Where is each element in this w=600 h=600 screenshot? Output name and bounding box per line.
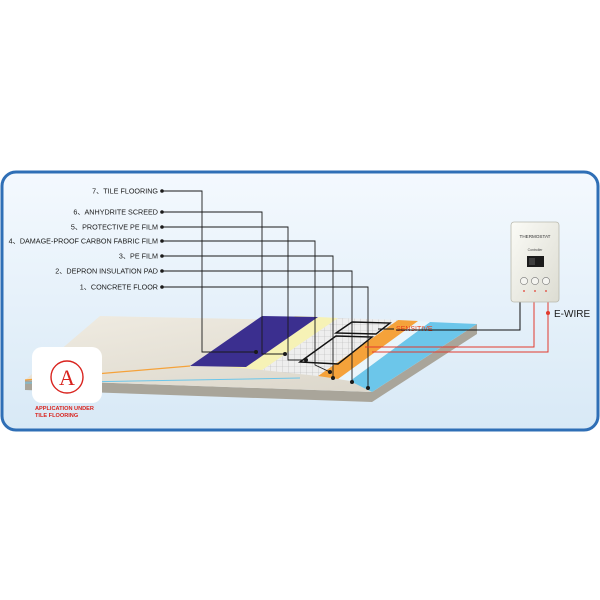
layer-label-6: 6、ANHYDRITE SCREED [73, 208, 158, 217]
sensor-wire [396, 300, 521, 331]
heating-element-2 [333, 321, 392, 335]
layer-label-2: 2、DEPRON INSULATION PAD [55, 267, 158, 276]
e-wire-label: E-WIRE [554, 309, 590, 320]
thermostat-wiring [365, 300, 549, 353]
layer-label-1: 1、CONCRETE FLOOR [80, 283, 158, 292]
thermostat-subtitle: Controller [528, 248, 544, 252]
leader-concrete [162, 286, 369, 388]
leader-screed [162, 211, 285, 355]
heating-element-1 [297, 335, 374, 365]
power-wire-1 [365, 300, 535, 348]
layer-label-4: 4、DAMAGE-PROOF CARBON FABRIC FILM [9, 237, 158, 246]
application-badge: A APPLICATION UNDER TILE FLOORING [32, 347, 102, 419]
thermostat: THERMOSTAT Controller [510, 221, 560, 303]
carbon-fabric-film-layer [262, 318, 398, 376]
leader-lines [162, 190, 369, 388]
thermostat-led-3 [545, 290, 547, 292]
leader-protective [162, 226, 306, 361]
tile-flooring-layer [190, 316, 318, 367]
badge-line-2: TILE FLOORING [35, 413, 78, 419]
layer-labels: 7、TILE FLOORING 6、ANHYDRITE SCREED 5、PRO… [9, 187, 159, 292]
thermostat-button-3[interactable] [542, 277, 550, 285]
thermostat-title: THERMOSTAT [520, 234, 551, 239]
leader-pe [162, 255, 334, 378]
badge-circle [50, 360, 84, 394]
layer-label-5: 5、PROTECTIVE PE FILM [71, 223, 158, 232]
badge-line-1: APPLICATION UNDER [35, 406, 94, 412]
badge-letter: A [59, 365, 75, 390]
thermostat-display-glow [529, 258, 535, 265]
leader-dots [160, 189, 370, 390]
pe-film-layer [338, 321, 430, 381]
thermostat-led-1 [523, 290, 525, 292]
thermostat-button-2[interactable] [531, 277, 539, 285]
leader-depron [162, 270, 353, 382]
thermostat-led-2 [534, 290, 536, 292]
thermostat-display [527, 256, 544, 267]
depron-insulation-layer [350, 322, 477, 392]
leader-carbon [162, 240, 331, 373]
leader-tile [162, 190, 256, 353]
floor-layers [24, 316, 477, 402]
layer-label-3: 3、PE FILM [119, 252, 158, 261]
thermostat-button-1[interactable] [520, 277, 528, 285]
e-wire-dot [546, 311, 550, 315]
protective-pe-film-layer [240, 317, 338, 370]
layer-label-7: 7、TILE FLOORING [92, 187, 158, 196]
